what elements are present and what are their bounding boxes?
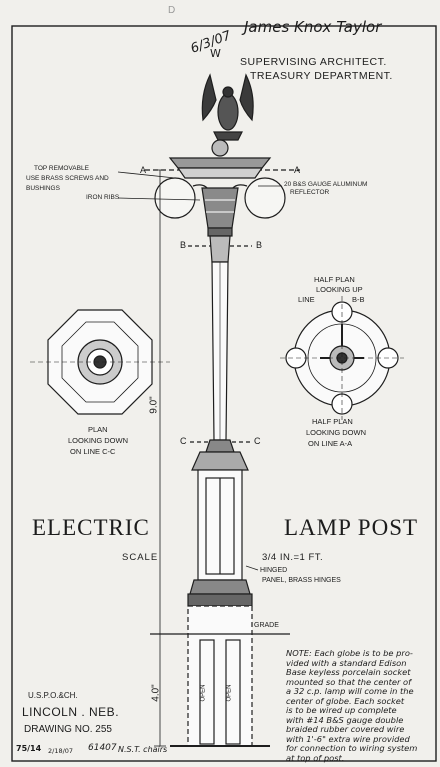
section-mark-c-right: C: [254, 436, 261, 446]
note-line: NOTE: Each globe is to be pro-: [286, 648, 413, 658]
note-line: Base keyless porcelain socket: [286, 667, 411, 677]
lamp-cap: [168, 157, 272, 169]
post-base: [191, 451, 249, 471]
note-line: with 1'-6" extra wire provided: [286, 733, 410, 744]
section-mark-c-left: C: [180, 436, 187, 446]
callout-hinged-2: PANEL, BRASS HINGES: [262, 577, 341, 584]
half-plan: [280, 296, 404, 420]
footer-date: 2/18/07: [48, 747, 74, 755]
callout-reflector-1: 20 B&S GAUGE ALUMINUM: [284, 181, 368, 188]
post-shaft: [209, 235, 231, 263]
note-line: vided with a standard Edison: [286, 657, 407, 668]
plan-c-line-2: LOOKING DOWN: [68, 436, 129, 445]
eagle-finial: [201, 73, 254, 141]
title-right: LAMP POST: [284, 515, 419, 540]
capital: [201, 187, 239, 229]
scale-label: SCALE: [122, 552, 159, 563]
callout-reflector-2: REFLECTOR: [290, 189, 330, 196]
architect-signature: James Knox Taylor: [244, 18, 382, 36]
footer-initials: N.S.T. chairs: [118, 745, 168, 754]
project-line-1: U.S.P.O.&CH.: [28, 691, 78, 700]
half-plan-up-line-3: LINE: [298, 295, 315, 304]
callout-top-removable-3: BUSHINGS: [26, 185, 60, 192]
note-line: with #14 B&S gauge double: [286, 714, 404, 725]
callout-top-removable-2: USE BRASS SCREWS AND: [26, 175, 109, 182]
section-mark-a-left: A: [140, 165, 147, 175]
plan-c-c: [30, 309, 170, 415]
dimension-lines: [154, 169, 166, 747]
project-line-3: DRAWING NO. 255: [24, 724, 112, 735]
note-line: for connection to wiring system: [286, 743, 418, 753]
globe-right: [244, 177, 286, 219]
note-line: center of globe. Each socket: [286, 695, 405, 706]
footer-stamp: 75/14: [16, 744, 42, 753]
half-plan-down-line-3: ON LINE A-A: [308, 439, 353, 448]
scale-value: 3/4 IN.=1 FT.: [262, 552, 324, 563]
corner-mark: D: [168, 5, 176, 16]
half-plan-down-line-2: LOOKING DOWN: [306, 428, 367, 437]
section-mark-b-left: B: [180, 240, 187, 250]
project-line-2: LINCOLN . NEB.: [22, 705, 120, 719]
note-line: mounted so that the center of: [286, 676, 412, 687]
office-line-2: TREASURY DEPARTMENT.: [250, 70, 393, 82]
footer-number: 61407: [88, 743, 117, 753]
half-plan-down-line-1: HALF PLAN: [312, 417, 353, 426]
note-line: at top of post.: [286, 752, 345, 763]
office-line-1: SUPERVISING ARCHITECT.: [240, 56, 387, 68]
half-plan-up-line-4: B-B: [352, 295, 365, 304]
sheet-border: [11, 25, 437, 762]
note-line: a 32 c.p. lamp will come in the: [286, 686, 414, 696]
section-mark-b-right: B: [256, 240, 263, 250]
callout-iron-ribs: IRON RIBS: [86, 194, 120, 201]
dimension-lower: 4.0": [150, 684, 162, 702]
foundation: [187, 605, 253, 747]
note-line: braided rubber covered wire: [286, 724, 405, 734]
initials: W: [210, 47, 221, 60]
globe-left: [154, 177, 196, 219]
half-plan-up-line-1: HALF PLAN: [314, 275, 355, 284]
title-left: ELECTRIC: [32, 515, 150, 540]
dimension-upper: 9.0": [148, 396, 160, 414]
plan-c-line-3: ON LINE C-C: [70, 447, 116, 456]
callout-open-left: OPEN: [200, 684, 207, 702]
callout-hinged-1: HINGED: [260, 567, 288, 574]
callout-top-removable-1: TOP REMOVABLE: [34, 165, 89, 172]
callout-grade: GRADE: [254, 622, 279, 629]
half-plan-up-line-2: LOOKING UP: [316, 285, 363, 294]
note-line: is to be wired up complete: [286, 705, 397, 715]
finial-ball: [211, 139, 229, 157]
plan-c-line-1: PLAN: [88, 425, 108, 434]
section-mark-a-right: A: [294, 165, 301, 175]
callout-open-right: OPEN: [226, 684, 233, 702]
